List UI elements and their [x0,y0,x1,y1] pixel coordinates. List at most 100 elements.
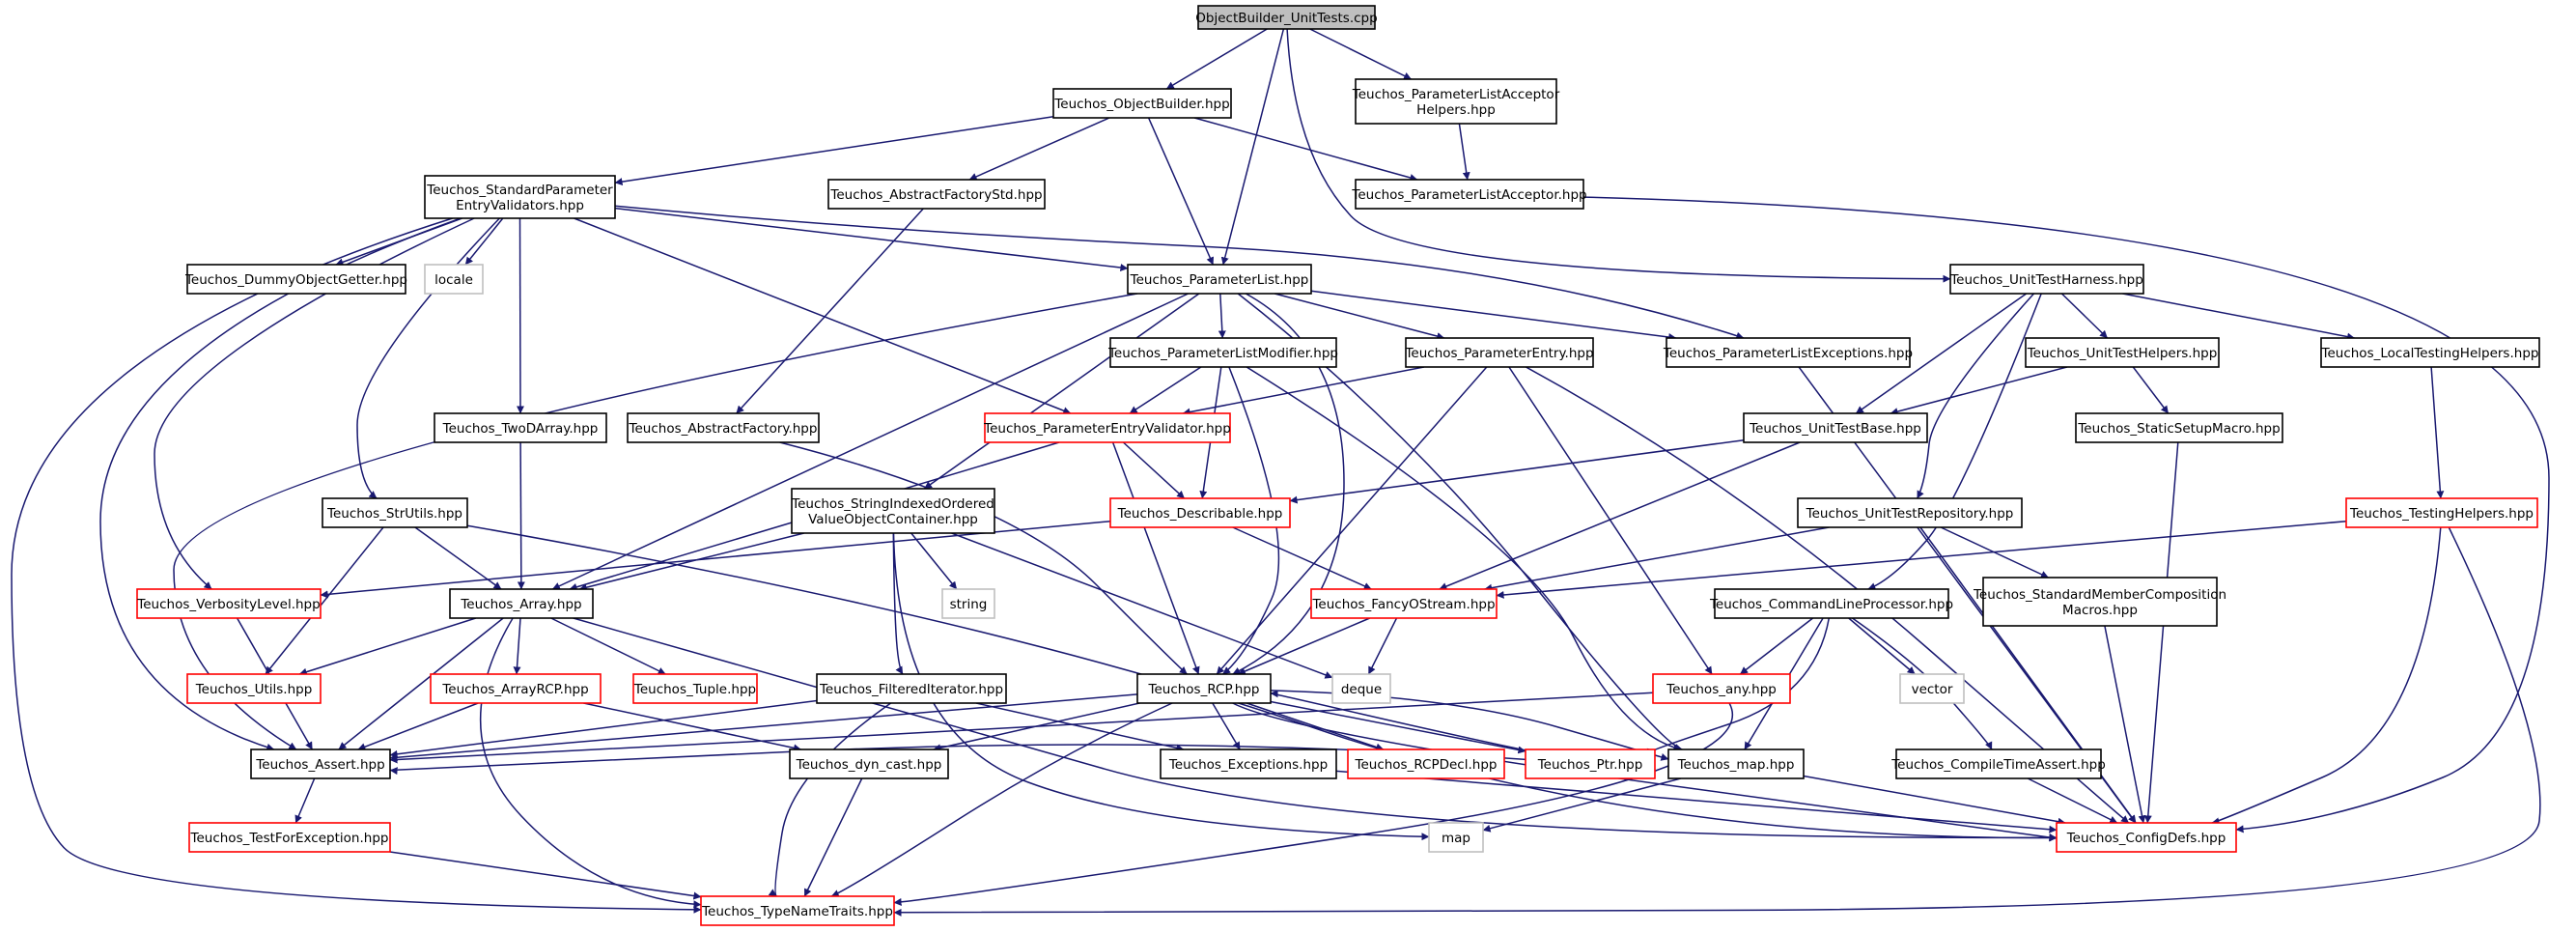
node-array[interactable]: Teuchos_Array.hpp [449,588,594,619]
node-label: Teuchos_DummyObjectGetter.hpp [184,272,407,288]
edge-filtit-to-tnt [768,702,892,897]
node-sio[interactable]: Teuchos_StringIndexedOrderedValueObjectC… [791,488,995,534]
node-smcm[interactable]: Teuchos_StandardMemberCompositionMacros.… [1973,577,2226,627]
node-utrepo[interactable]: Teuchos_UnitTestRepository.hpp [1797,497,2023,528]
edge-line [1367,617,1398,675]
node-label: ObjectBuilder_UnitTests.cpp [1195,11,1377,26]
edge-layer [11,28,2550,917]
edge-utbase-to-fos [1439,441,1801,590]
node-uthelp[interactable]: Teuchos_UnitTestHelpers.hpp [2025,337,2220,368]
edge-line [578,532,804,592]
edge-line [389,699,818,758]
node-filtit[interactable]: Teuchos_FilteredIterator.hpp [816,673,1007,704]
node-twod[interactable]: Teuchos_TwoDArray.hpp [434,412,607,443]
edge-line [1848,617,1916,675]
edge-absfac-to-rcp [779,441,1188,675]
node-vector[interactable]: vector [1899,673,1965,704]
edge-arcp-to-dyncast [583,702,801,752]
node-box [1899,673,1965,704]
edge-plist-to-plmod [1218,293,1226,339]
edge-line [1289,438,1745,504]
node-pla[interactable]: Teuchos_ParameterListAcceptor.hpp [1351,179,1587,210]
edge-line [1582,196,2550,833]
node-utils[interactable]: Teuchos_Utils.hpp [186,673,322,704]
node-ptr[interactable]: Teuchos_Ptr.hpp [1525,748,1656,779]
edge-line [2430,366,2445,499]
node-string[interactable]: string [941,588,995,619]
edge-filtit-to-assert [389,699,818,758]
edge-tfe-to-tnt [389,851,702,900]
node-dummy[interactable]: Teuchos_DummyObjectGetter.hpp [184,264,407,295]
node-pev[interactable]: Teuchos_ParameterEntryValidator.hpp [983,412,1231,443]
node-tnt[interactable]: Teuchos_TypeNameTraits.hpp [700,895,895,926]
node-box [1743,412,1928,443]
node-label: Teuchos_UnitTestHelpers.hpp [2027,346,2218,361]
edge-sio-to-filtit [892,532,904,675]
node-locale[interactable]: locale [424,264,484,295]
node-tuple[interactable]: Teuchos_Tuple.hpp [632,673,758,704]
node-label: Teuchos_TypeNameTraits.hpp [701,904,893,919]
node-pentry[interactable]: Teuchos_ParameterEntry.hpp [1404,337,1594,368]
edge-rcp-to-rcpdecl [1246,702,1385,751]
edge-uth-to-utrepo [1917,293,2035,499]
edge-line [1458,123,1470,181]
node-label: string [950,597,988,612]
node-verb[interactable]: Teuchos_VerbosityLevel.hpp [136,588,322,619]
node-testh[interactable]: Teuchos_TestingHelpers.hpp [2345,497,2538,528]
node-label: Teuchos_StrUtils.hpp [326,506,462,522]
node-map-hpp[interactable]: Teuchos_map.hpp [1667,748,1805,779]
node-assert[interactable]: Teuchos_Assert.hpp [250,748,391,779]
edge-strutils-to-utils [265,526,384,675]
node-rcp[interactable]: Teuchos_RCP.hpp [1136,673,1272,704]
node-absfac[interactable]: Teuchos_AbstractFactory.hpp [627,412,820,443]
edge-testh-to-fos [1496,520,2347,599]
node-map[interactable]: map [1428,822,1484,853]
node-box [1652,673,1791,704]
node-arcp[interactable]: Teuchos_ArrayRCP.hpp [430,673,602,704]
node-descr[interactable]: Teuchos_Describable.hpp [1109,497,1291,528]
edge-ptr-to-rcp [1270,690,1526,751]
node-box [827,179,1046,210]
node-fos[interactable]: Teuchos_FancyOStream.hpp [1310,588,1498,619]
node-ssm[interactable]: Teuchos_StaticSetupMacro.hpp [2075,412,2283,443]
node-box [700,895,895,926]
node-deque[interactable]: deque [1331,673,1391,704]
edge-line [1484,526,1830,592]
edge-twod-to-array [517,441,525,590]
node-any[interactable]: Teuchos_any.hpp [1652,673,1791,704]
node-box [941,588,995,619]
edge-spev-to-plexc [614,205,1745,340]
node-layer: ObjectBuilder_UnitTests.cppTeuchos_Objec… [136,5,2540,926]
edge-line [803,777,863,897]
edge-line [1526,366,2130,824]
edge-line [298,617,477,676]
node-box [322,497,468,528]
node-plexc[interactable]: Teuchos_ParameterListExceptions.hpp [1663,337,1913,368]
node-plmod[interactable]: Teuchos_ParameterListModifier.hpp [1107,337,1338,368]
node-root[interactable]: ObjectBuilder_UnitTests.cpp [1195,5,1378,30]
node-objbuilder[interactable]: Teuchos_ObjectBuilder.hpp [1052,88,1232,119]
node-afstd[interactable]: Teuchos_AbstractFactoryStd.hpp [827,179,1046,210]
edge-line [1232,702,2058,841]
edge-root-to-plist [1220,28,1285,266]
edge-line [513,617,521,675]
node-plist[interactable]: Teuchos_ParameterList.hpp [1127,264,1312,295]
node-clp[interactable]: Teuchos_CommandLineProcessor.hpp [1709,588,1953,619]
node-dyncast[interactable]: Teuchos_dyn_cast.hpp [789,748,949,779]
edge-any-to-assert [389,692,1654,764]
node-lth[interactable]: Teuchos_LocalTestingHelpers.hpp [2320,337,2540,368]
node-box [186,673,322,704]
node-strutils[interactable]: Teuchos_StrUtils.hpp [322,497,468,528]
node-cdefs[interactable]: Teuchos_ConfigDefs.hpp [2056,822,2237,853]
node-label: Teuchos_Ptr.hpp [1537,757,1643,773]
node-tfe[interactable]: Teuchos_TestForException.hpp [188,822,391,853]
node-utbase[interactable]: Teuchos_UnitTestBase.hpp [1743,412,1928,443]
node-cta[interactable]: Teuchos_CompileTimeAssert.hpp [1890,748,2106,779]
node-uth[interactable]: Teuchos_UnitTestHarness.hpp [1949,264,2144,295]
edge-plmod-to-pev [1129,366,1202,414]
node-rcpdecl[interactable]: Teuchos_RCPDecl.hpp [1347,748,1505,779]
node-spev[interactable]: Teuchos_StandardParameterEntryValidators… [424,175,616,219]
node-box [1525,748,1656,779]
node-exc[interactable]: Teuchos_Exceptions.hpp [1160,748,1337,779]
